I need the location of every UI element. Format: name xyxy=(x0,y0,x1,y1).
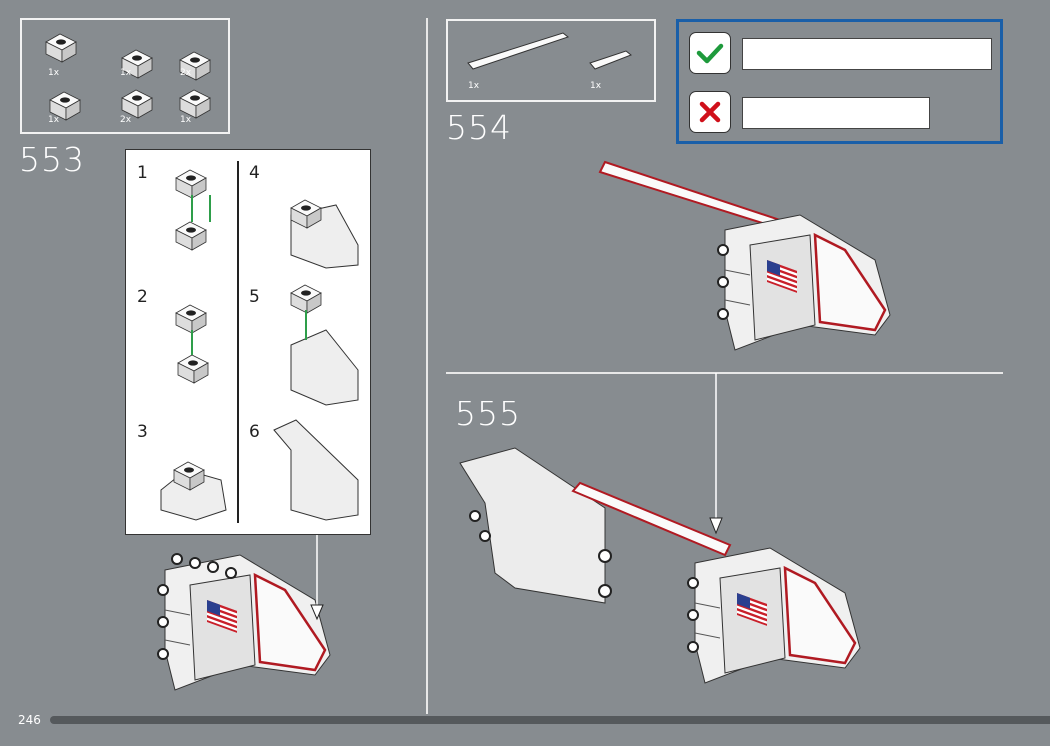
part-wedge-plate xyxy=(121,89,153,119)
part-qty: 1x xyxy=(48,68,60,78)
part-qty: 1x xyxy=(468,81,480,91)
check-icon xyxy=(696,43,724,64)
substep-4-image xyxy=(290,199,359,269)
part-qty: 2x xyxy=(180,68,192,78)
check-button[interactable] xyxy=(689,32,731,74)
substep-number: 1 xyxy=(137,163,148,183)
substep-number: 3 xyxy=(137,422,148,442)
model-553 xyxy=(165,553,345,695)
check-field[interactable] xyxy=(742,38,992,70)
substep-illustrations xyxy=(160,169,359,521)
column-divider xyxy=(426,18,428,714)
substep-number: 6 xyxy=(249,422,260,442)
part-images xyxy=(467,32,632,70)
cross-button[interactable] xyxy=(689,91,731,133)
step-number-553: 553 xyxy=(19,140,85,179)
part-qty: 1x xyxy=(590,81,602,91)
left-panel xyxy=(459,447,612,604)
substep-2-image xyxy=(175,304,209,384)
check-panel xyxy=(676,19,1003,144)
arrow-down-553 xyxy=(310,535,324,621)
part-slope-brick xyxy=(45,33,77,63)
substep-number: 5 xyxy=(249,287,260,307)
step-divider xyxy=(446,372,1003,374)
part-long-tile xyxy=(467,32,570,70)
model-555 xyxy=(459,373,875,693)
substep-number: 2 xyxy=(137,287,148,307)
substep-6-image xyxy=(273,419,359,521)
page-number: 246 xyxy=(18,713,41,727)
model-554 xyxy=(598,160,900,360)
substep-number: 4 xyxy=(249,163,260,183)
part-qty: 2x xyxy=(120,115,132,125)
step-number-555: 555 xyxy=(455,394,521,433)
step-number-554: 554 xyxy=(446,108,512,147)
substep-3-image xyxy=(160,461,227,521)
substep-divider xyxy=(237,161,239,523)
parts-list-553: 1x 1x 2x 1x 2x 1x xyxy=(20,18,230,134)
substep-1-image xyxy=(175,169,211,251)
part-qty: 1x xyxy=(48,115,60,125)
part-qty: 1x xyxy=(180,115,192,125)
cross-field[interactable] xyxy=(742,97,930,129)
part-short-tile xyxy=(589,50,632,70)
substeps-callout: 1 2 3 4 5 6 xyxy=(125,149,371,535)
substep-5-image xyxy=(290,284,359,406)
progress-bar xyxy=(50,716,1050,724)
cross-icon xyxy=(699,101,721,123)
part-qty: 1x xyxy=(120,68,132,78)
part-brick-1x1 xyxy=(179,89,211,119)
parts-list-554: 1x 1x xyxy=(446,19,656,102)
